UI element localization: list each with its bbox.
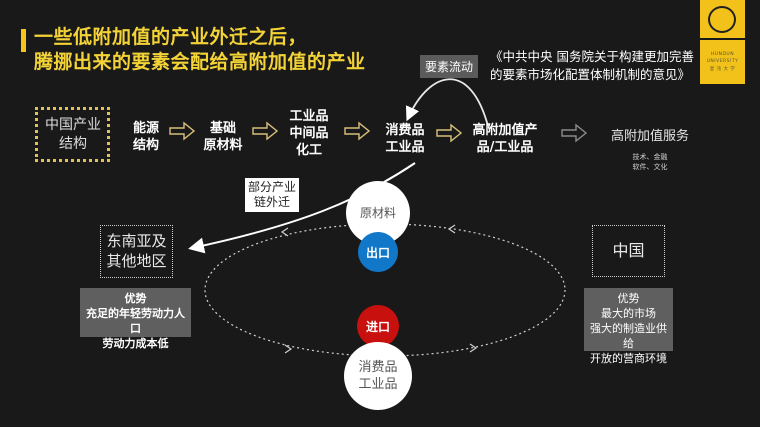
flow-arc-arrow bbox=[405, 78, 489, 127]
china-box bbox=[592, 225, 665, 277]
southeast-asia-label: 东南亚及 其他地区 bbox=[106, 232, 167, 270]
logo-circle-icon bbox=[708, 6, 736, 33]
title-line-1: 一些低附加值的产业外迁之后， bbox=[34, 26, 308, 48]
slide-title: 一些低附加值的产业外迁之后， 腾挪出来的要素会配给高附加值的产业 bbox=[34, 25, 366, 75]
southeast-asia-box bbox=[100, 225, 173, 278]
title-accent-bar bbox=[21, 29, 26, 52]
title-line-2: 腾挪出来的要素会配给高附加值的产业 bbox=[34, 51, 366, 73]
chain-node-consumer-goods: 消费品 工业品 bbox=[385, 123, 425, 155]
logo-text-2: UNIVERSITY bbox=[706, 59, 739, 64]
chain-node-industrial-intermediate: 工业品 中间品 化工 bbox=[289, 109, 329, 158]
chain-start-label: 中国产业 结构 bbox=[45, 117, 101, 152]
china-label: 中国 bbox=[612, 241, 645, 260]
element-flow-tag: 要素流动 bbox=[420, 55, 479, 78]
chain-node-energy: 能源 结构 bbox=[132, 121, 159, 153]
service-detail: 技术、金融 软件、文化 bbox=[632, 153, 668, 171]
left-advantages-box: 优势 充足的年轻劳动力人口 劳动力成本低 bbox=[80, 288, 191, 350]
chain-node-high-value-services: 高附加值服务 bbox=[610, 129, 689, 144]
logo-text-1: HUNDUN bbox=[710, 52, 735, 57]
hundun-logo: HUNDUN UNIVERSITY 混 沌 大 学 bbox=[700, 0, 745, 84]
right-advantages-box: 优势 最大的市场 强大的制造业供给 开放的营商环境 bbox=[584, 288, 673, 365]
import-badge: 进口 bbox=[357, 305, 399, 347]
doc-ref-line-2: 的要素市场化配置体制机制的意见》 bbox=[490, 67, 691, 82]
outsource-label: 部分产业 链外迁 bbox=[245, 178, 299, 212]
export-badge: 出口 bbox=[358, 232, 398, 272]
china-industry-structure-box bbox=[35, 107, 110, 162]
outsource-arrow bbox=[188, 162, 416, 254]
chain-arrows bbox=[169, 121, 463, 143]
document-reference: 《中共中央 国务院关于构建更加完善 的要素市场化配置体制机制的意见》 bbox=[490, 48, 694, 84]
consumer-goods-circle: 消费品 工业品 bbox=[344, 342, 412, 410]
chain-node-raw-materials: 基础 原材料 bbox=[203, 121, 243, 153]
doc-ref-line-1: 《中共中央 国务院关于构建更加完善 bbox=[490, 49, 694, 64]
chain-node-high-value-products: 高附加值产 品/工业品 bbox=[472, 123, 538, 155]
logo-emblem bbox=[700, 0, 745, 40]
logo-text-3: 混 沌 大 学 bbox=[709, 67, 736, 72]
